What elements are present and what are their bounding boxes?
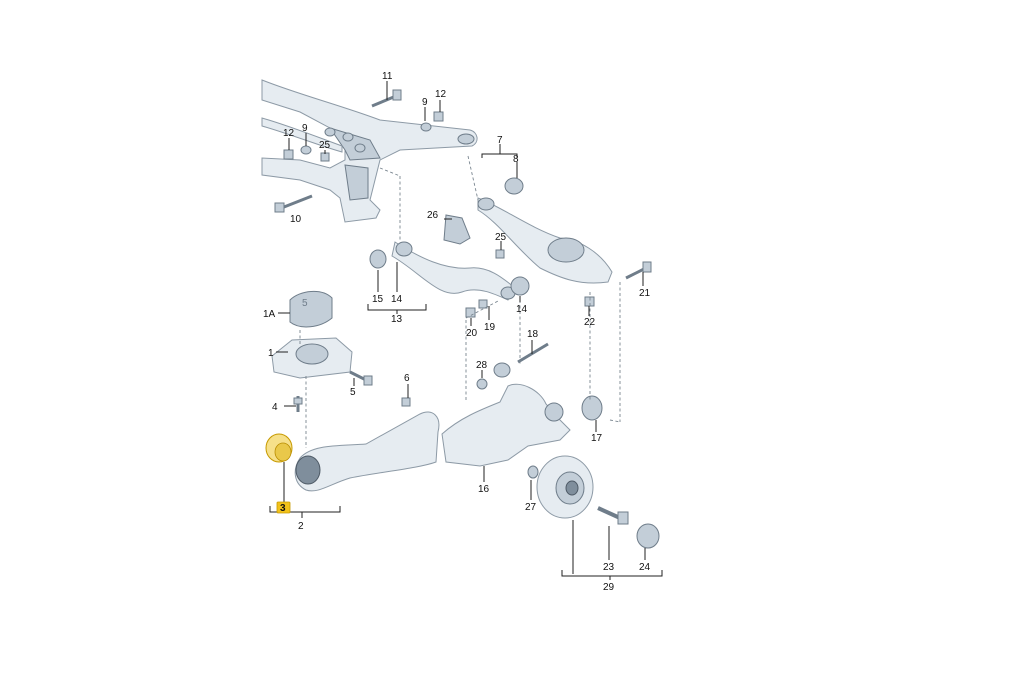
nut-22 (584, 296, 595, 307)
label-22: 22 (584, 317, 596, 328)
hub-bolt-23 (597, 506, 629, 525)
label-10: 10 (290, 214, 302, 225)
label-12-right: 12 (435, 89, 447, 100)
assembly-lines (299, 155, 621, 448)
wheel-carrier-16 (441, 362, 571, 467)
bracket-26 (443, 214, 471, 245)
label-5-on-mount: 5 (302, 298, 308, 309)
label-9-right: 9 (422, 97, 428, 108)
label-11: 11 (382, 71, 393, 82)
label-17: 17 (591, 433, 603, 444)
label-28: 28 (476, 360, 488, 371)
bolt-25-mid (495, 249, 505, 259)
label-21: 21 (639, 288, 651, 299)
mount-1a (289, 291, 333, 328)
bolt-21 (625, 261, 652, 280)
label-1a: 1A (263, 309, 276, 320)
lower-arm-7 (477, 197, 613, 284)
bushing-14 (510, 276, 530, 296)
label-19: 19 (484, 322, 496, 333)
label-9-left: 9 (302, 123, 308, 134)
label-29: 29 (603, 582, 615, 593)
bolt-5 (349, 370, 373, 386)
label-25-left: 25 (319, 140, 331, 151)
cap-24 (636, 523, 660, 549)
washer-9-nut-12-left (283, 145, 330, 162)
label-18: 18 (527, 329, 539, 340)
label-14-right: 14 (516, 304, 528, 315)
bolt-11 (371, 89, 402, 108)
part-labels: 11 9 12 12 9 25 10 7 8 26 25 15 14 13 14… (263, 71, 651, 593)
bushing-15 (369, 249, 387, 269)
washer-9-nut-12-right (420, 111, 444, 132)
leader-lines (276, 81, 646, 574)
bolt-6 (401, 397, 411, 407)
washer-28 (476, 378, 488, 390)
label-8: 8 (513, 154, 519, 165)
label-6: 6 (404, 373, 410, 384)
nut-19-20 (465, 299, 488, 318)
label-20: 20 (466, 328, 478, 339)
bolt-10 (274, 194, 313, 213)
label-25-mid: 25 (495, 232, 507, 243)
bushing-17 (581, 395, 603, 421)
label-3: 3 (280, 503, 286, 514)
bushing-8 (504, 177, 524, 195)
washer-27 (527, 465, 539, 479)
trailing-arm-2 (294, 411, 440, 492)
label-5: 5 (350, 387, 356, 398)
bolt-4 (293, 396, 303, 412)
label-14-left: 14 (391, 294, 403, 305)
mount-1 (271, 337, 353, 379)
bushing-3 (265, 433, 293, 463)
brackets (269, 144, 663, 580)
label-24: 24 (639, 562, 651, 573)
label-7: 7 (497, 135, 503, 146)
label-4: 4 (272, 402, 278, 413)
label-16: 16 (478, 484, 490, 495)
label-23: 23 (603, 562, 615, 573)
upper-link-13 (391, 241, 516, 301)
highlight-box-3 (276, 501, 291, 514)
label-13: 13 (391, 314, 403, 325)
label-12-left: 12 (283, 128, 295, 139)
label-27: 27 (525, 502, 537, 513)
subframe (261, 79, 478, 223)
label-1: 1 (268, 348, 274, 359)
label-26: 26 (427, 210, 439, 221)
bolt-18 (517, 342, 549, 364)
label-2: 2 (298, 521, 304, 532)
wheel-hub-29 (536, 455, 594, 519)
label-15: 15 (372, 294, 384, 305)
